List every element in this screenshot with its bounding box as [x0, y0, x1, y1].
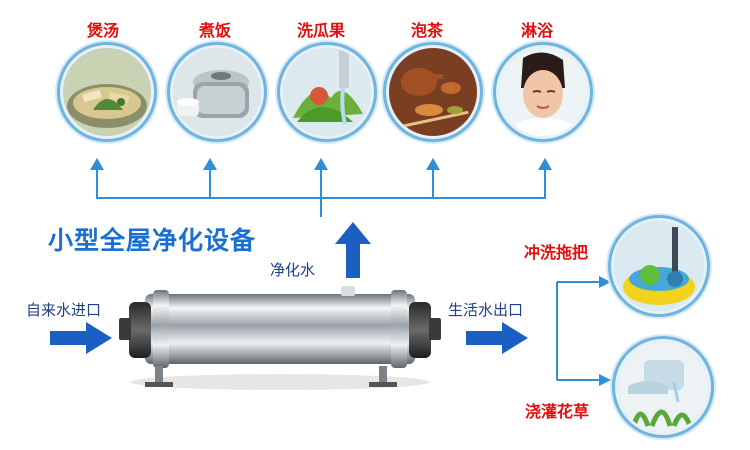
inlet-label: 自来水进口	[26, 301, 102, 319]
use-label-tea: 泡茶	[411, 21, 444, 40]
tea-set-photo	[389, 48, 477, 136]
branch-line-wash	[320, 168, 322, 198]
soup-bowl-photo	[63, 48, 151, 136]
rice-cooker-photo	[173, 48, 261, 136]
inlet-arrow-right	[50, 322, 112, 354]
outlet-arrow-right	[466, 322, 528, 354]
branch-line-rice	[209, 168, 211, 198]
distribution-line-horizontal	[96, 197, 546, 199]
branch-line-stew	[96, 168, 98, 198]
water-filter-device	[119, 286, 441, 390]
use-label-wash: 洗瓜果	[297, 21, 346, 40]
mop-bucket-photo	[614, 221, 704, 311]
washing-vegetables-photo	[283, 48, 371, 136]
use-label-rice: 煮饭	[199, 21, 232, 40]
branch-line-bath	[544, 168, 546, 198]
use-label-mop: 冲洗拖把	[524, 243, 589, 262]
domestic-use-bracket	[556, 276, 611, 386]
distribution-riser-center	[320, 199, 322, 217]
outlet-label: 生活水出口	[448, 301, 524, 319]
purified-water-label: 净化水	[270, 261, 316, 279]
branch-line-tea	[432, 168, 434, 198]
page-title: 小型全屋净化设备	[48, 226, 257, 255]
use-label-water-plants: 浇灌花草	[525, 402, 590, 421]
use-label-bath: 淋浴	[521, 21, 554, 40]
purified-water-arrow-up	[335, 222, 371, 278]
face-washing-photo	[499, 48, 587, 136]
watering-plants-photo	[618, 342, 708, 432]
use-label-stew: 煲汤	[87, 21, 120, 40]
